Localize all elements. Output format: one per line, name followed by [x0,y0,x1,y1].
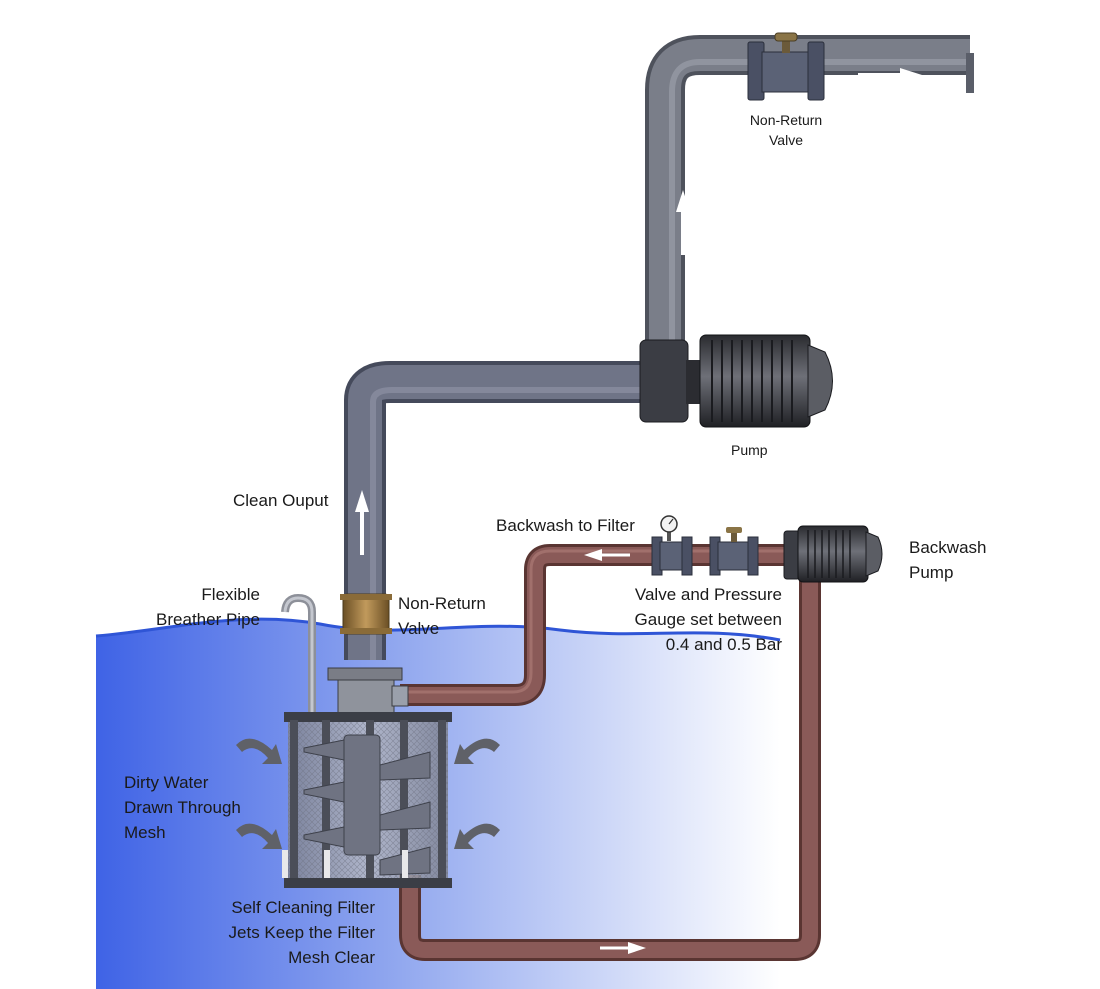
backwash-valve-1 [651,536,693,576]
water-surface [95,617,781,642]
main-pump [639,334,833,428]
inflow-arrow-left-upper [236,738,282,764]
breather-pipe-label-line-1: Flexible [201,585,260,604]
top-valve-label-line-1: Non-Return [749,112,823,128]
valve-gauge-label-line-2: Gauge set between [634,610,782,629]
inflow-arrow-left-lower [236,823,282,849]
self-cleaning-label-line-2: Jets Keep the Filter [228,923,375,942]
filter-flange [327,667,403,715]
pump-label: Pump [731,442,768,458]
valve-gauge-label: Valve and Pressure Gauge set between 0.4… [600,582,782,657]
outlet-pipe [645,35,974,355]
clean-output-pipe [344,361,660,660]
dirty-water-label: Dirty Water Drawn Through Mesh [124,770,241,845]
dirty-water-label-line-2: Drawn Through [124,798,241,817]
pressure-gauge [660,515,678,541]
inflow-arrow-right-upper [454,738,500,764]
backwash-pump [783,525,883,583]
breather-pipe-label: Flexible Breather Pipe [120,582,260,632]
inflow-arrow-right-lower [454,823,500,849]
outlet-flow-arrow-up [676,190,690,255]
backwash-inlet-stub [391,685,409,707]
self-cleaning-label-line-3: Mesh Clear [288,948,375,967]
breather-pipe [281,593,316,720]
dirty-water-label-line-3: Mesh [124,823,166,842]
backwash-to-filter-label: Backwash to Filter [496,516,635,535]
lower-valve-label-line-1: Non-Return [398,594,486,613]
dirty-water-label-line-1: Dirty Water [124,773,209,792]
valve-gauge-label-line-1: Valve and Pressure [634,585,782,604]
backwash-pump-label-line-2: Pump [909,563,954,582]
self-cleaning-label: Self Cleaning Filter Jets Keep the Filte… [195,895,375,970]
outlet-flow-arrow-right [858,68,922,82]
top-valve-label-line-2: Valve [769,132,803,148]
breather-pipe-label-line-2: Breather Pipe [156,610,260,629]
self-cleaning-filter [282,712,452,888]
backwash-valve-2 [709,527,759,576]
self-cleaning-label-line-1: Self Cleaning Filter [231,898,375,917]
valve-gauge-label-line-3: 0.4 and 0.5 Bar [665,635,782,654]
top-valve-label: Non-Return Valve [726,110,846,150]
backwash-pump-label: Backwash Pump [909,535,986,585]
backwash-flow-arrow-right [600,942,646,954]
clean-output-label: Clean Ouput [233,491,329,510]
lower-non-return-valve [340,593,392,635]
top-non-return-valve [747,32,825,101]
backwash-flow-arrow-left [584,549,630,561]
backwash-pump-label-line-1: Backwash [909,538,987,557]
clean-flow-arrow-up [355,490,369,555]
lower-valve-label-line-2: Valve [398,619,440,638]
lower-valve-label: Non-Return Valve [398,591,486,641]
